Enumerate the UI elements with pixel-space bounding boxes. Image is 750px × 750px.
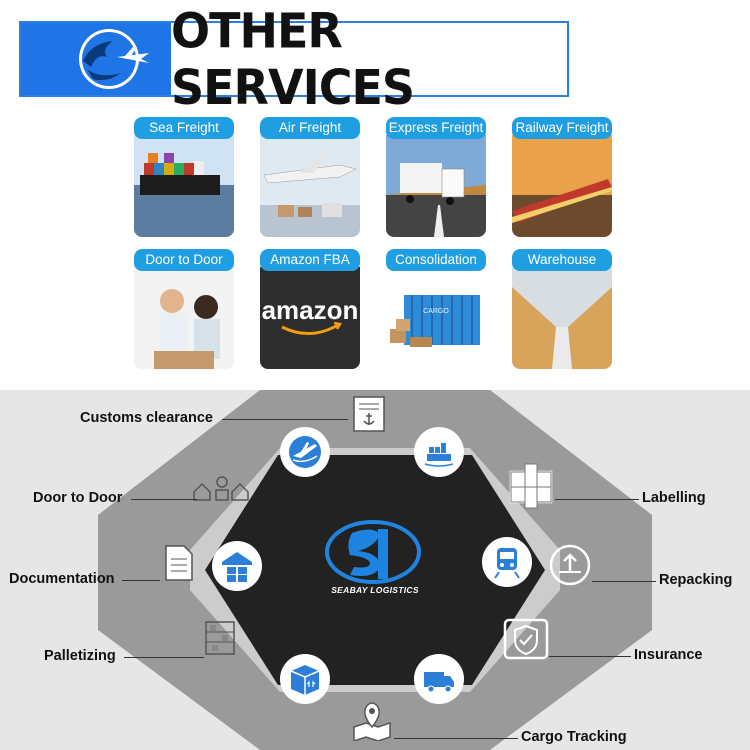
train-image [512, 135, 612, 237]
card-amazon-fba[interactable]: amazon Amazon FBA [260, 249, 360, 369]
leader-line [549, 656, 631, 657]
card-label: Warehouse [512, 249, 612, 271]
delivery-people-image [134, 267, 234, 369]
card-label: Amazon FBA [260, 249, 360, 271]
card-consolidation[interactable]: CARGO Consolidation [386, 249, 486, 369]
amazon-image: amazon [260, 267, 360, 369]
card-label: Express Freight [386, 117, 486, 139]
company-logo [21, 23, 171, 95]
package-icon [290, 665, 320, 695]
card-label: Consolidation [386, 249, 486, 271]
card-door-to-door[interactable]: Door to Door [134, 249, 234, 369]
label-palletizing: Palletizing [44, 648, 116, 664]
card-label: Sea Freight [134, 117, 234, 139]
rail-node[interactable] [482, 537, 532, 587]
map-pin-icon [350, 697, 394, 743]
label-labelling: Labelling [642, 490, 706, 506]
door-to-door-icon [192, 468, 252, 508]
header-banner: OTHER SERVICES [19, 2, 569, 116]
label-documentation: Documentation [9, 571, 115, 587]
warehouse-image [512, 267, 612, 369]
brand-name: SEABAY LOGISTICS [331, 585, 419, 595]
pallet-icon [200, 618, 240, 658]
warehouse-node[interactable] [212, 541, 262, 591]
package-node[interactable] [280, 654, 330, 704]
documentation-icon [158, 543, 198, 583]
repack-icon [547, 542, 593, 588]
shield-icon [503, 618, 549, 660]
leader-line [124, 657, 204, 658]
label-door-to-door: Door to Door [33, 490, 123, 506]
air-freight-node[interactable] [280, 427, 330, 477]
card-railway-freight[interactable]: Railway Freight [512, 117, 612, 237]
container-text: CARGO [423, 308, 449, 315]
truck-icon [424, 672, 454, 693]
ship-icon [424, 443, 454, 467]
truck-image [386, 135, 486, 237]
cargo-ship-image [134, 135, 234, 237]
card-label: Air Freight [260, 117, 360, 139]
card-sea-freight[interactable]: Sea Freight [134, 117, 234, 237]
leader-line [222, 419, 348, 420]
label-cargo-tracking: Cargo Tracking [521, 729, 627, 745]
card-express-freight[interactable]: Express Freight [386, 117, 486, 237]
leader-line [131, 499, 197, 500]
label-insurance: Insurance [634, 647, 703, 663]
card-label: Railway Freight [512, 117, 612, 139]
airplane-globe-icon [289, 436, 321, 468]
label-customs-clearance: Customs clearance [80, 410, 213, 426]
amazon-wordmark: amazon [262, 295, 359, 325]
leader-line [394, 738, 518, 739]
card-warehouse[interactable]: Warehouse [512, 249, 612, 369]
leader-line [592, 581, 656, 582]
truck-node[interactable] [414, 654, 464, 704]
train-icon [494, 548, 520, 579]
label-repacking: Repacking [659, 572, 733, 588]
label-box-icon [507, 462, 555, 510]
customs-document-icon [349, 394, 389, 434]
airplane-image [260, 135, 360, 237]
page-title: OTHER SERVICES [171, 2, 415, 116]
seabay-logo [318, 517, 428, 597]
container-image: CARGO [386, 267, 486, 369]
card-label: Door to Door [134, 249, 234, 271]
leader-line [555, 499, 639, 500]
leader-line [122, 580, 160, 581]
card-air-freight[interactable]: Air Freight [260, 117, 360, 237]
warehouse-boxes-icon [222, 552, 252, 582]
sea-freight-node[interactable] [414, 427, 464, 477]
